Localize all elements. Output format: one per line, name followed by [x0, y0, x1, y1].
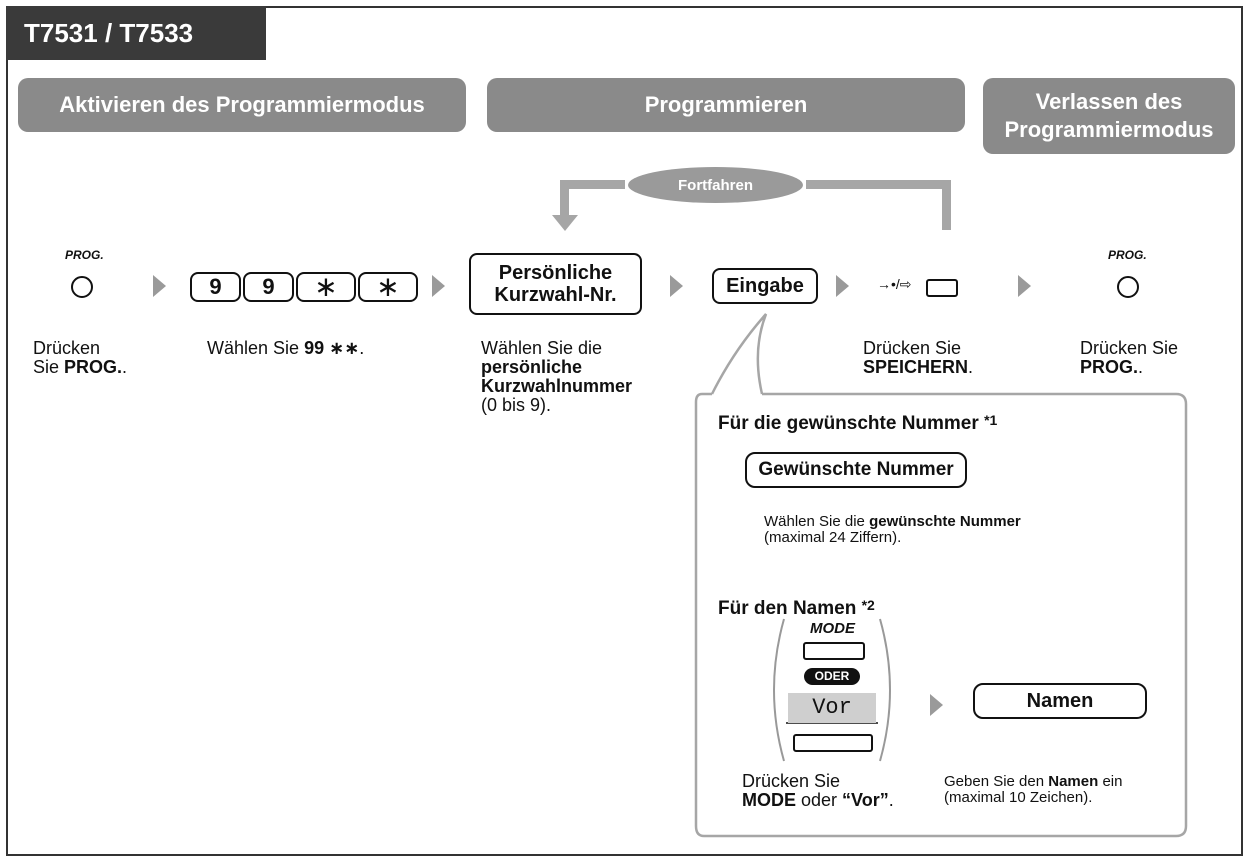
caption-dial-99: Wählen Sie 99 ∗∗. — [207, 339, 364, 358]
loop-line-left — [560, 180, 625, 189]
prog-button-2[interactable] — [1117, 276, 1139, 298]
phase-exit-line1: Verlassen des — [1035, 89, 1183, 114]
mode-caption-bold1: MODE — [742, 790, 796, 810]
phase-program: Programmieren — [487, 78, 965, 132]
store-symbol: →•/⇨ — [877, 276, 912, 292]
loop-line-down — [560, 180, 569, 215]
prog-label-1: PROG. — [65, 248, 104, 262]
caption-mode-or-vor: Drücken Sie MODE oder “Vor”. — [742, 772, 894, 810]
caption-3-bold2: Kurzwahlnummer — [481, 376, 633, 396]
caption-3-line4: (0 bis 9). — [481, 395, 552, 415]
caption-2-bold: 99 — [304, 338, 325, 358]
name-caption-prefix: Geben Sie den — [944, 773, 1049, 790]
vor-softkey[interactable] — [793, 734, 873, 752]
caption-1-suffix: . — [122, 357, 128, 377]
key-star-first[interactable]: ∗ — [296, 272, 356, 302]
flow-arrow-3 — [670, 275, 683, 297]
caption-desired-number: Wählen Sie die gewünschte Nummer (maxima… — [764, 514, 1021, 546]
detail-callout-frame — [694, 313, 1188, 838]
flow-arrow-4 — [836, 275, 849, 297]
caption-enter-name: Geben Sie den Namen ein (maximal 10 Zeic… — [944, 774, 1122, 806]
caption-1-prefix: Sie — [33, 357, 65, 377]
caption-personal-number: Wählen Sie die persönliche Kurzwahlnumme… — [481, 339, 632, 415]
mode-button[interactable] — [803, 642, 865, 660]
eingabe-key[interactable]: Eingabe — [712, 268, 818, 304]
caption-press-store: Drücken Sie SPEICHERN. — [863, 339, 973, 377]
name-caption-suffix: ein — [1098, 773, 1123, 790]
number-caption-line2: (maximal 24 Ziffern). — [764, 529, 902, 546]
flow-arrow-1 — [153, 275, 166, 297]
loop-arrow-head — [552, 215, 578, 231]
diagram-frame — [6, 6, 1243, 856]
personal-key-line1: Persönliche — [498, 262, 613, 284]
flow-arrow-2 — [432, 275, 445, 297]
mode-caption-mid: oder — [796, 790, 843, 810]
loop-line-up — [942, 180, 951, 230]
phase-exit: Verlassen des Programmiermodus — [983, 78, 1235, 154]
caption-5-line1: Drücken Sie — [1080, 338, 1179, 358]
number-caption-bold: gewünschte Nummer — [869, 513, 1021, 530]
caption-4-suffix: . — [968, 357, 974, 377]
continue-loop-label: Fortfahren — [628, 167, 803, 203]
caption-4-line1: Drücken Sie — [863, 338, 962, 358]
mode-bracket — [773, 618, 891, 762]
personal-key-line2: Kurzwahl-Nr. — [494, 284, 617, 306]
prog-button-1[interactable] — [71, 276, 93, 298]
store-button[interactable] — [926, 279, 958, 297]
heading-number-text: Für die gewünschte Nummer — [718, 413, 979, 434]
mode-label: MODE — [810, 620, 855, 637]
footnote-1: *1 — [984, 412, 998, 428]
caption-3-bold1: persönliche — [481, 357, 583, 377]
key-star-second[interactable]: ∗ — [358, 272, 418, 302]
caption-2-prefix: Wählen Sie — [207, 338, 305, 358]
number-caption-prefix: Wählen Sie die — [764, 513, 870, 530]
caption-press-prog-exit: Drücken Sie PROG.. — [1080, 339, 1178, 377]
key-9-first[interactable]: 9 — [190, 272, 241, 302]
caption-5-bold: PROG. — [1080, 357, 1139, 377]
caption-1-bold: PROG. — [64, 357, 123, 377]
phase-activate: Aktivieren des Programmiermodus — [18, 78, 466, 132]
oder-badge: ODER — [804, 668, 860, 685]
mode-caption-bold2: “Vor” — [842, 790, 889, 810]
desired-number-key[interactable]: Gewünschte Nummer — [745, 452, 967, 488]
namen-key[interactable]: Namen — [973, 683, 1147, 719]
phase-exit-line2: Programmiermodus — [1004, 117, 1214, 142]
caption-2-suffix: . — [359, 338, 365, 358]
personal-speed-dial-key[interactable]: Persönliche Kurzwahl-Nr. — [469, 253, 642, 315]
caption-1-line1: Drücken — [33, 338, 101, 358]
caption-4-bold: SPEICHERN — [863, 357, 969, 377]
heading-name: Für den Namen *2 — [718, 597, 875, 620]
key-9-second[interactable]: 9 — [243, 272, 294, 302]
flow-arrow-5 — [1018, 275, 1031, 297]
prog-label-2: PROG. — [1108, 248, 1147, 262]
vor-display: Vor — [788, 693, 876, 723]
caption-5-suffix: . — [1138, 357, 1144, 377]
model-title: T7531 / T7533 — [6, 6, 266, 60]
heading-desired-number: Für die gewünschte Nummer *1 — [718, 412, 997, 435]
footnote-2: *2 — [861, 597, 875, 613]
loop-line-right — [806, 180, 951, 189]
caption-3-line1: Wählen Sie die — [481, 338, 603, 358]
name-caption-bold: Namen — [1048, 773, 1099, 790]
mode-caption-suffix: . — [888, 790, 894, 810]
caption-press-prog: Drücken Sie PROG.. — [33, 339, 127, 377]
name-caption-line2: (maximal 10 Zeichen). — [944, 789, 1093, 806]
flow-arrow-name — [930, 694, 943, 716]
caption-2-stars: ∗∗ — [329, 338, 360, 358]
mode-caption-line1: Drücken Sie — [742, 771, 841, 791]
heading-name-text: Für den Namen — [718, 598, 857, 619]
